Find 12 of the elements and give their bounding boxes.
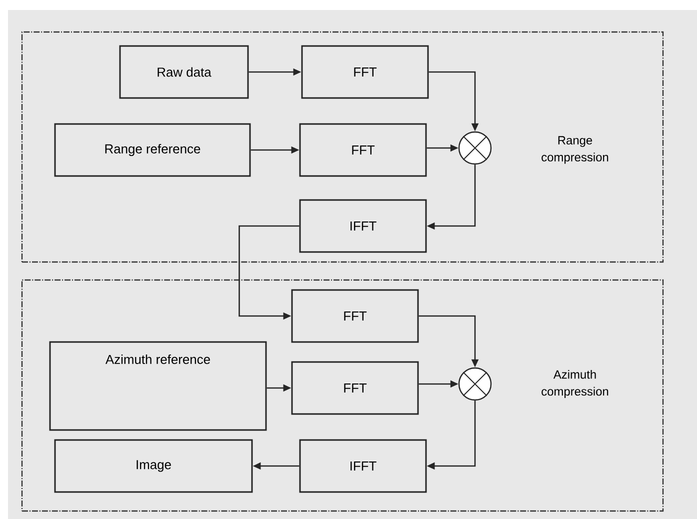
process-box: Raw data: [119, 45, 249, 99]
process-box: Range reference: [54, 123, 251, 177]
process-box: Azimuth reference: [49, 341, 267, 431]
process-box: FFT: [299, 123, 427, 177]
multiplier-circle: [458, 367, 492, 401]
process-box: IFFT: [299, 439, 427, 493]
multiplier-circle: [458, 131, 492, 165]
process-box: Image: [54, 439, 253, 493]
process-box: FFT: [301, 45, 429, 99]
process-box: FFT: [291, 361, 419, 415]
process-box: FFT: [291, 289, 419, 343]
process-box: IFFT: [299, 199, 427, 253]
